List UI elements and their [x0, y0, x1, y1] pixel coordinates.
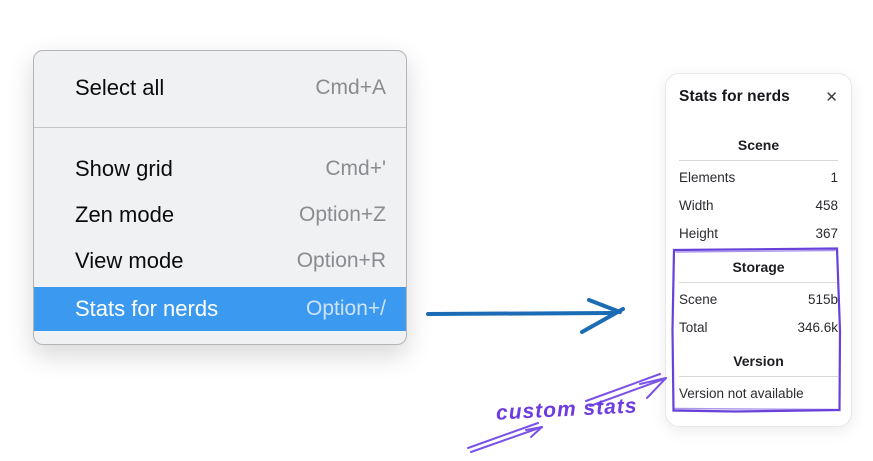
menu-item-stats-for-nerds[interactable]: Stats for nerds Option+/ — [34, 287, 406, 331]
stat-value: 346.6k — [797, 319, 838, 335]
context-menu: Select all Cmd+A Show grid Cmd+' Zen mod… — [33, 50, 407, 345]
menu-item-label: Zen mode — [75, 202, 175, 227]
menu-item-view-mode[interactable]: View mode Option+R — [34, 239, 406, 283]
section-divider — [679, 282, 838, 283]
stat-row-width: Width 458 — [679, 191, 838, 219]
menu-item-show-grid[interactable]: Show grid Cmd+' — [34, 147, 406, 191]
stat-row-elements: Elements 1 — [679, 163, 838, 191]
stat-value: 515b — [807, 291, 838, 307]
annotation-arrow-to-label — [467, 422, 543, 453]
stats-panel-title: Stats for nerds — [679, 88, 790, 105]
stat-value: 367 — [815, 225, 838, 241]
stats-panel-header: Stats for nerds ✕ — [679, 86, 838, 108]
annotation-arrow-to-box — [585, 373, 667, 407]
menu-item-label: Select all — [75, 75, 165, 100]
stat-row-total-storage: Total 346.6k — [679, 313, 838, 341]
menu-item-shortcut: Cmd+' — [325, 157, 386, 180]
section-heading-version: Version — [733, 353, 784, 369]
annotation-label: custom stats — [495, 394, 639, 425]
stat-label: Width — [679, 197, 714, 213]
menu-item-label: Stats for nerds — [75, 296, 219, 321]
section-heading-scene: Scene — [737, 137, 780, 153]
stat-label: Height — [679, 225, 719, 241]
stat-value: 458 — [815, 197, 838, 213]
stats-panel: Stats for nerds ✕ Scene Elements 1 Width… — [665, 73, 852, 427]
menu-item-shortcut: Option+Z — [299, 203, 386, 226]
menu-item-shortcut: Cmd+A — [315, 76, 386, 99]
menu-item-zen-mode[interactable]: Zen mode Option+Z — [34, 193, 406, 237]
close-icon: ✕ — [825, 88, 838, 106]
section-divider — [679, 376, 838, 377]
stat-row-height: Height 367 — [679, 219, 838, 247]
stat-value: 1 — [830, 169, 838, 185]
menu-item-label: Show grid — [75, 156, 173, 181]
stat-label: Total — [679, 319, 708, 335]
stat-label: Scene — [679, 291, 718, 307]
stat-row-scene-storage: Scene 515b — [679, 285, 838, 313]
menu-divider — [34, 127, 406, 128]
section-divider — [679, 160, 838, 161]
stat-label: Elements — [679, 169, 736, 185]
menu-item-select-all[interactable]: Select all Cmd+A — [34, 66, 406, 110]
menu-item-shortcut: Option+/ — [306, 297, 386, 320]
menu-item-label: View mode — [75, 248, 184, 273]
version-note: Version not available — [679, 385, 804, 401]
close-button[interactable]: ✕ — [825, 90, 838, 105]
section-heading-storage: Storage — [732, 259, 785, 275]
menu-item-shortcut: Option+R — [296, 249, 386, 272]
blue-arrow — [426, 298, 625, 334]
